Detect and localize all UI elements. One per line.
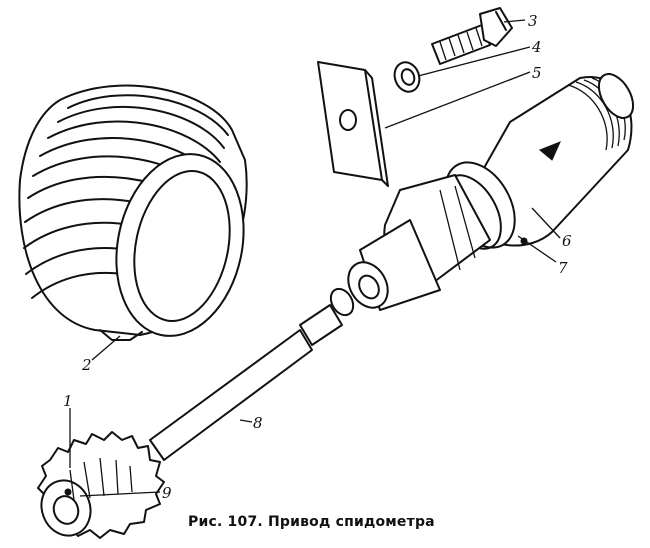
callout-7: 7 bbox=[558, 259, 568, 277]
worm-ring-part-2 bbox=[18, 84, 248, 341]
callout-1: 1 bbox=[63, 392, 73, 410]
figure-caption: Рис. 107. Привод спидометра bbox=[188, 514, 435, 530]
callout-9: 9 bbox=[162, 484, 172, 502]
washer-part-4 bbox=[393, 61, 421, 93]
callout-6: 6 bbox=[562, 232, 572, 250]
drive-shaft-part-8 bbox=[149, 287, 355, 461]
callout-2: 2 bbox=[81, 356, 92, 374]
driven-gear-part-1 bbox=[37, 431, 165, 539]
callout-5: 5 bbox=[532, 64, 542, 82]
lock-plate-part-5 bbox=[317, 61, 389, 187]
callout-numbers: 1 2 3 4 5 6 7 8 9 bbox=[63, 12, 572, 502]
callout-8: 8 bbox=[253, 414, 263, 432]
drive-housing-part-6 bbox=[347, 73, 635, 311]
leader-lines bbox=[69, 19, 561, 497]
callout-3: 3 bbox=[528, 12, 538, 30]
callout-4: 4 bbox=[531, 38, 542, 56]
bolt-part-3 bbox=[431, 7, 513, 65]
